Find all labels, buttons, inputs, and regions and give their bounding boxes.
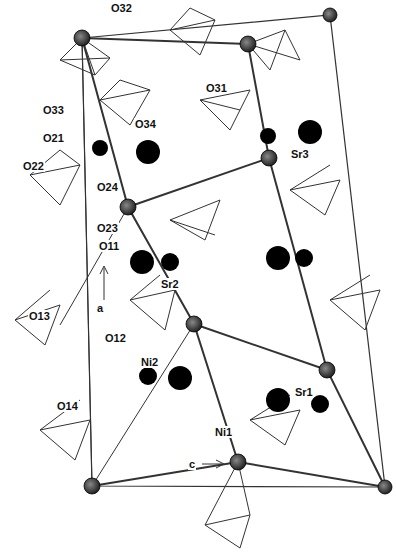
atom-label: O24: [96, 181, 119, 193]
atom-label: Ni2: [140, 356, 159, 368]
atom-label: O12: [104, 332, 127, 344]
atom-label: Sr2: [160, 278, 180, 290]
atom-label: O33: [42, 104, 65, 116]
atom-label: O34: [134, 118, 157, 130]
atom-label: O21: [42, 132, 65, 144]
atom-label: O13: [28, 310, 51, 322]
atom-label: O23: [96, 222, 119, 234]
atom-label: O14: [56, 400, 79, 412]
atom-label: O31: [205, 82, 228, 94]
atom-label: Ni1: [214, 426, 233, 438]
atom-label: c: [188, 458, 196, 470]
atom-label: Sr1: [294, 386, 314, 398]
atom-label: O22: [22, 160, 45, 172]
atom-label: a: [96, 302, 104, 314]
atom-label: Sr3: [290, 148, 310, 160]
atom-label: O32: [110, 2, 133, 14]
atom-label: O11: [98, 240, 120, 252]
